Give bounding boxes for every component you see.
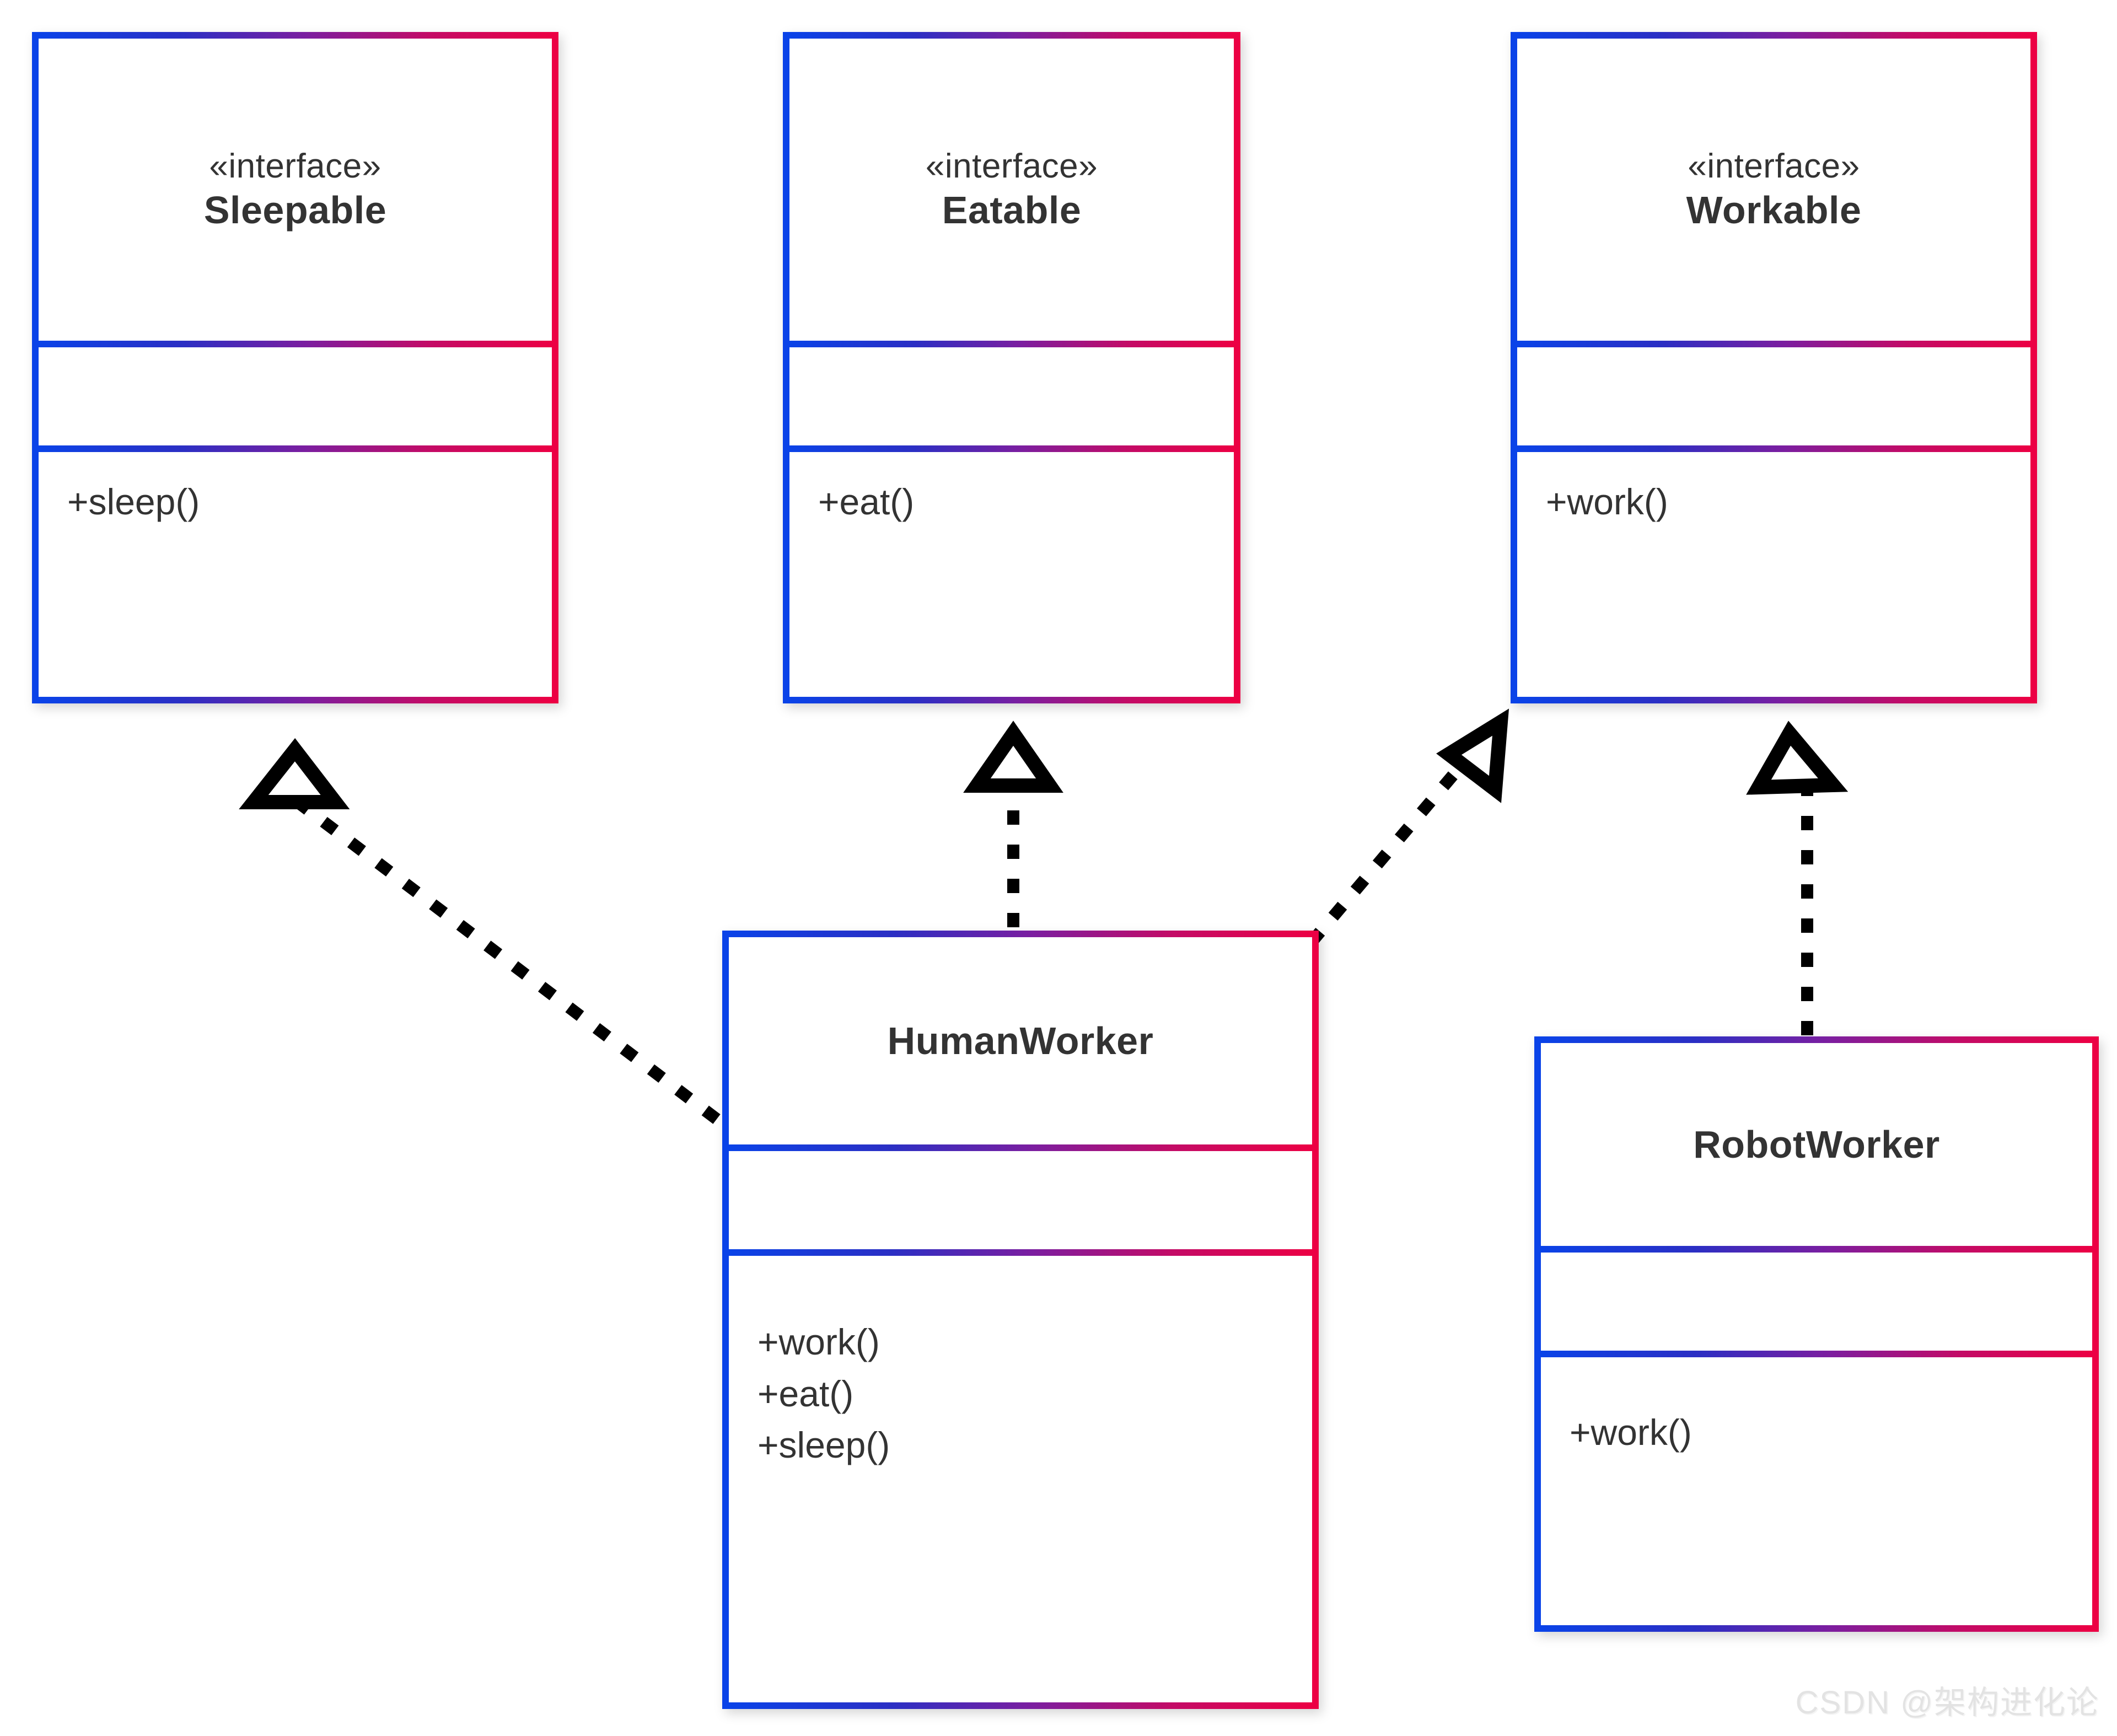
eatable-stereotype: «interface» [925, 147, 1098, 186]
humanworker-operation: +sleep() [757, 1425, 890, 1466]
humanworker-operation: +eat() [757, 1373, 854, 1414]
eatable-name: Eatable [942, 188, 1082, 232]
humanworker-operation: +work() [757, 1321, 880, 1362]
uml-class-eatable[interactable]: «interface» Eatable +eat() [783, 32, 1240, 703]
workable-operations: +work() [1517, 452, 2030, 697]
relation-robotworker-workable [1746, 721, 1849, 1035]
sleepable-header: «interface» Sleepable [39, 39, 552, 347]
robotworker-name: RobotWorker [1693, 1123, 1940, 1166]
sleepable-operations: +sleep() [39, 452, 552, 697]
sleepable-name: Sleepable [203, 188, 387, 232]
sleepable-attributes [39, 347, 552, 452]
workable-attributes [1517, 347, 2030, 452]
sleepable-operation: +sleep() [67, 481, 200, 522]
workable-name: Workable [1686, 188, 1862, 232]
eatable-header: «interface» Eatable [789, 39, 1234, 347]
uml-class-humanworker[interactable]: HumanWorker +work() +eat() +sleep() [722, 931, 1319, 1709]
robotworker-header: RobotWorker [1541, 1043, 2092, 1253]
robotworker-operations: +work() [1541, 1357, 2092, 1625]
eatable-operation: +eat() [818, 481, 915, 522]
workable-operation: +work() [1546, 481, 1668, 522]
relation-humanworker-workable [1306, 708, 1509, 947]
workable-header: «interface» Workable [1517, 39, 2030, 347]
robotworker-operation: +work() [1570, 1412, 1692, 1453]
uml-class-workable[interactable]: «interface» Workable +work() [1511, 32, 2037, 703]
sleepable-stereotype: «interface» [209, 147, 382, 186]
eatable-operations: +eat() [789, 452, 1234, 697]
workable-stereotype: «interface» [1688, 147, 1860, 186]
humanworker-attributes [729, 1151, 1312, 1256]
uml-class-sleepable[interactable]: «interface» Sleepable +sleep() [32, 32, 558, 703]
humanworker-header: HumanWorker [729, 937, 1312, 1151]
humanworker-name: HumanWorker [887, 1019, 1154, 1062]
relation-humanworker-eatable [963, 721, 1063, 927]
eatable-attributes [789, 347, 1234, 452]
relation-humanworker-sleepable [239, 738, 721, 1124]
uml-class-robotworker[interactable]: RobotWorker +work() [1534, 1036, 2099, 1632]
humanworker-operations: +work() +eat() +sleep() [729, 1256, 1312, 1702]
robotworker-attributes [1541, 1253, 2092, 1357]
watermark-text: CSDN @架构进化论 [1795, 1685, 2099, 1721]
